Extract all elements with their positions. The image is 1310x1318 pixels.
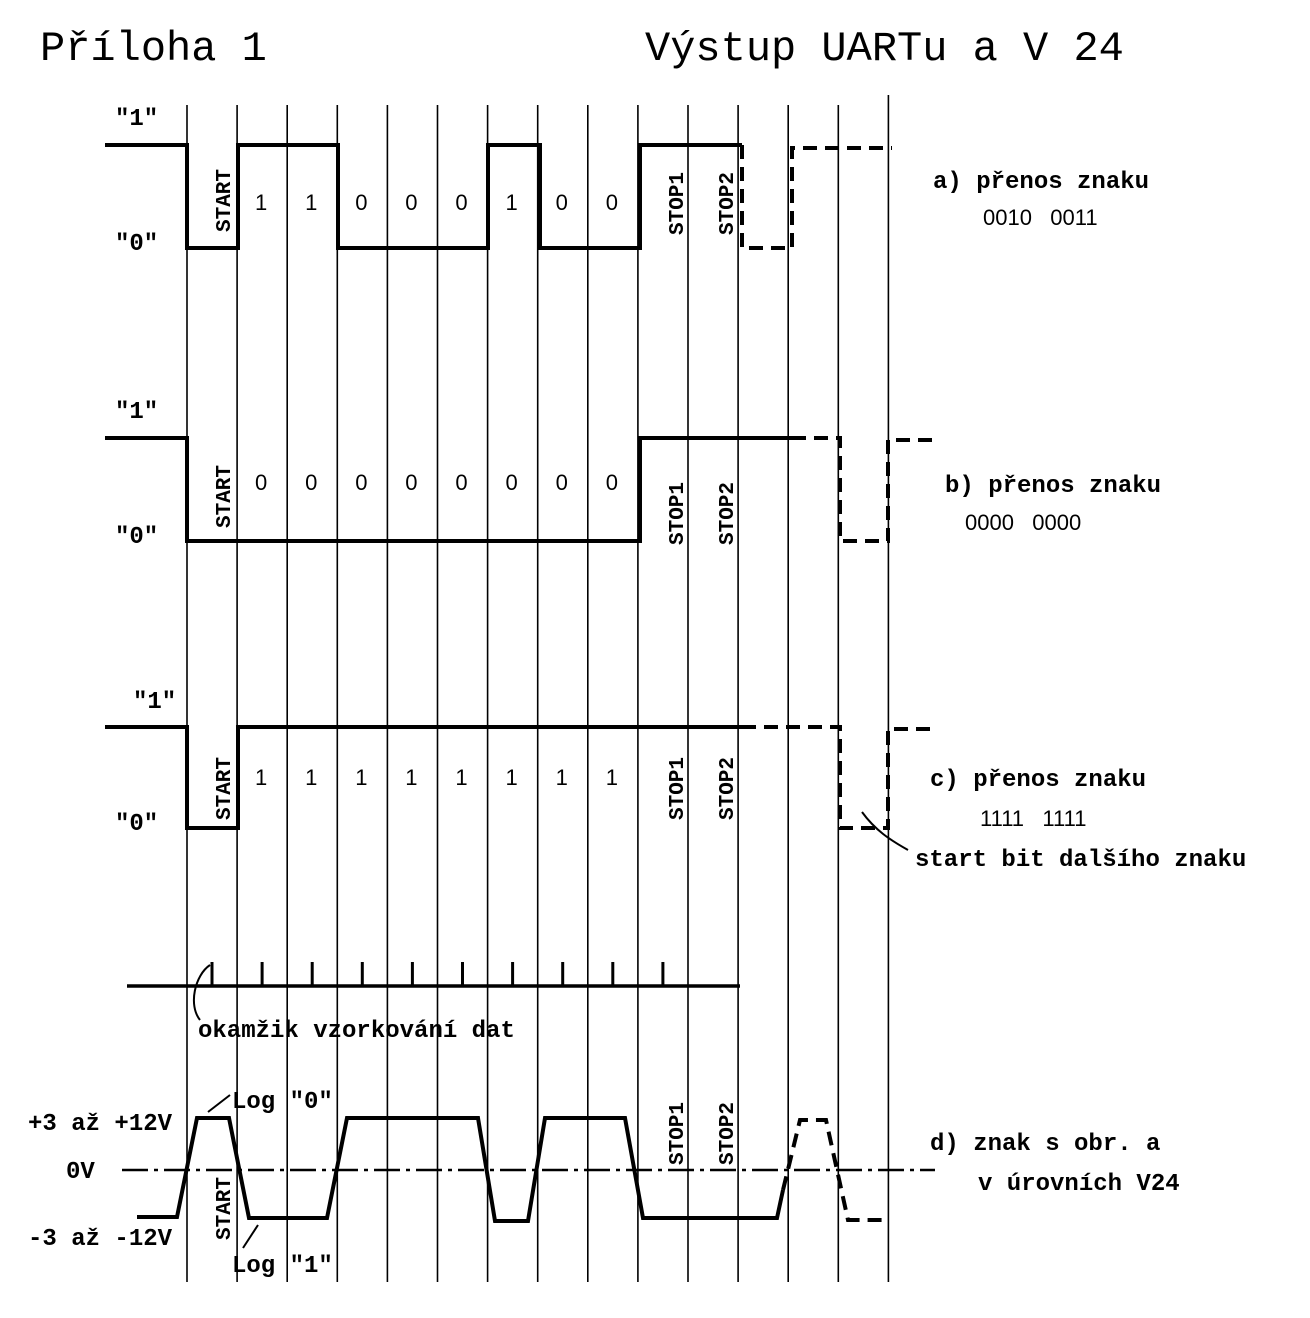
appendix-title: Příloha 1 <box>40 25 267 73</box>
bit-label: 0 <box>455 470 467 495</box>
sampling-arrow <box>192 964 211 1021</box>
bit-grid <box>186 95 890 1282</box>
b-stop1-label: STOP1 <box>667 482 690 545</box>
b-code: 0000 0000 <box>965 510 1081 535</box>
bit-label: 0 <box>606 190 618 215</box>
waveform-a <box>105 143 742 250</box>
bit-label: 1 <box>305 765 317 790</box>
bit-label: 0 <box>455 190 467 215</box>
bit-label: 1 <box>405 765 417 790</box>
c-start-label: START <box>214 757 237 820</box>
d-caption-2: v úrovních V24 <box>978 1171 1180 1198</box>
sampling-ticks <box>210 962 665 986</box>
bit-label: 1 <box>506 190 518 215</box>
b-level-0: "0" <box>115 524 158 551</box>
c-level-1: "1" <box>133 689 176 716</box>
a-bit-labels: 1 1 0 0 0 1 0 0 <box>255 190 618 215</box>
bit-label: 0 <box>556 470 568 495</box>
waveform-d-next <box>781 1118 888 1222</box>
log0-arrow <box>207 1094 231 1113</box>
d-stop2-label: STOP2 <box>717 1102 740 1165</box>
log1-arrow <box>242 1224 259 1249</box>
d-start-label: START <box>214 1177 237 1240</box>
bit-label: 0 <box>405 190 417 215</box>
next-start-arrow <box>861 811 909 851</box>
c-code: 1111 1111 <box>980 806 1086 831</box>
a-stop1-label: STOP1 <box>667 172 690 235</box>
waveform-d <box>137 1116 785 1223</box>
a-start-label: START <box>214 169 237 232</box>
bit-label: 0 <box>405 470 417 495</box>
c-caption: c) přenos znaku <box>930 767 1146 794</box>
bit-label: 1 <box>255 765 267 790</box>
b-stop2-label: STOP2 <box>717 482 740 545</box>
b-bit-labels: 0 0 0 0 0 0 0 0 <box>255 470 618 495</box>
bit-label: 1 <box>255 190 267 215</box>
b-level-1: "1" <box>115 399 158 426</box>
d-caption: d) znak s obr. a <box>930 1131 1160 1158</box>
waveform-b-next <box>792 436 932 543</box>
sampling-note: okamžik vzorkování dat <box>198 1018 515 1045</box>
waveform-b <box>105 436 792 543</box>
bit-label: 1 <box>506 765 518 790</box>
bit-label: 1 <box>355 765 367 790</box>
c-bit-labels: 1 1 1 1 1 1 1 1 <box>255 765 618 790</box>
d-zero-level: 0V <box>66 1159 95 1186</box>
c-level-0: "0" <box>115 811 158 838</box>
bit-label: 1 <box>606 765 618 790</box>
d-high-level: +3 až +12V <box>28 1111 173 1138</box>
d-low-level: -3 až -12V <box>28 1226 173 1253</box>
a-stop2-label: STOP2 <box>717 172 740 235</box>
bit-label: 1 <box>556 765 568 790</box>
a-level-0: "0" <box>115 231 158 258</box>
b-start-label: START <box>214 465 237 528</box>
bit-label: 1 <box>305 190 317 215</box>
b-caption: b) přenos znaku <box>945 473 1161 500</box>
log0-label: Log "0" <box>232 1089 333 1116</box>
bit-label: 0 <box>506 470 518 495</box>
bit-label: 0 <box>606 470 618 495</box>
bit-label: 0 <box>255 470 267 495</box>
bit-label: 0 <box>556 190 568 215</box>
bit-label: 1 <box>455 765 467 790</box>
diagram-title: Výstup UARTu a V 24 <box>645 25 1124 73</box>
bit-label: 0 <box>355 190 367 215</box>
d-stop1-label: STOP1 <box>667 1102 690 1165</box>
waveform-c-next <box>742 725 932 830</box>
bit-label: 0 <box>305 470 317 495</box>
c-stop1-label: STOP1 <box>667 757 690 820</box>
a-level-1: "1" <box>115 106 158 133</box>
c-next-start-note: start bit dalšího znaku <box>915 847 1246 874</box>
waveform-c <box>105 725 742 830</box>
log1-label: Log "1" <box>232 1253 333 1280</box>
c-stop2-label: STOP2 <box>717 757 740 820</box>
bit-label: 0 <box>355 470 367 495</box>
a-code: 0010 0011 <box>983 205 1098 230</box>
waveform-a-next <box>740 145 892 250</box>
a-caption: a) přenos znaku <box>933 169 1149 196</box>
